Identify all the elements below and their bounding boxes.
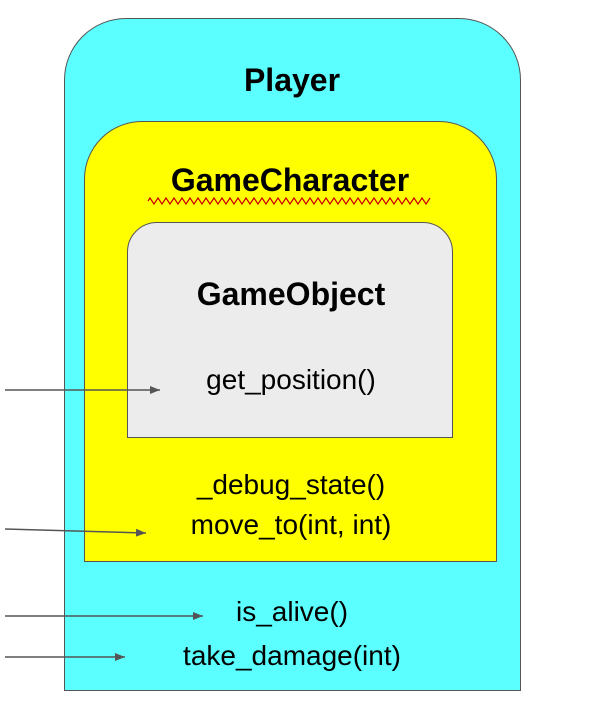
gameobject-class-box xyxy=(127,222,453,438)
player-class-title: Player xyxy=(243,62,341,98)
spellcheck-underline xyxy=(147,196,431,206)
method-take-damage: take_damage(int) xyxy=(183,640,401,671)
method-move-to: move_to(int, int) xyxy=(190,509,392,540)
method-debug-state: _debug_state() xyxy=(196,469,386,500)
gamecharacter-class-title: GameCharacter xyxy=(170,162,410,198)
method-is-alive: is_alive() xyxy=(235,596,349,627)
method-get-position: get_position() xyxy=(206,364,376,395)
gameobject-class-title: GameObject xyxy=(196,276,386,312)
